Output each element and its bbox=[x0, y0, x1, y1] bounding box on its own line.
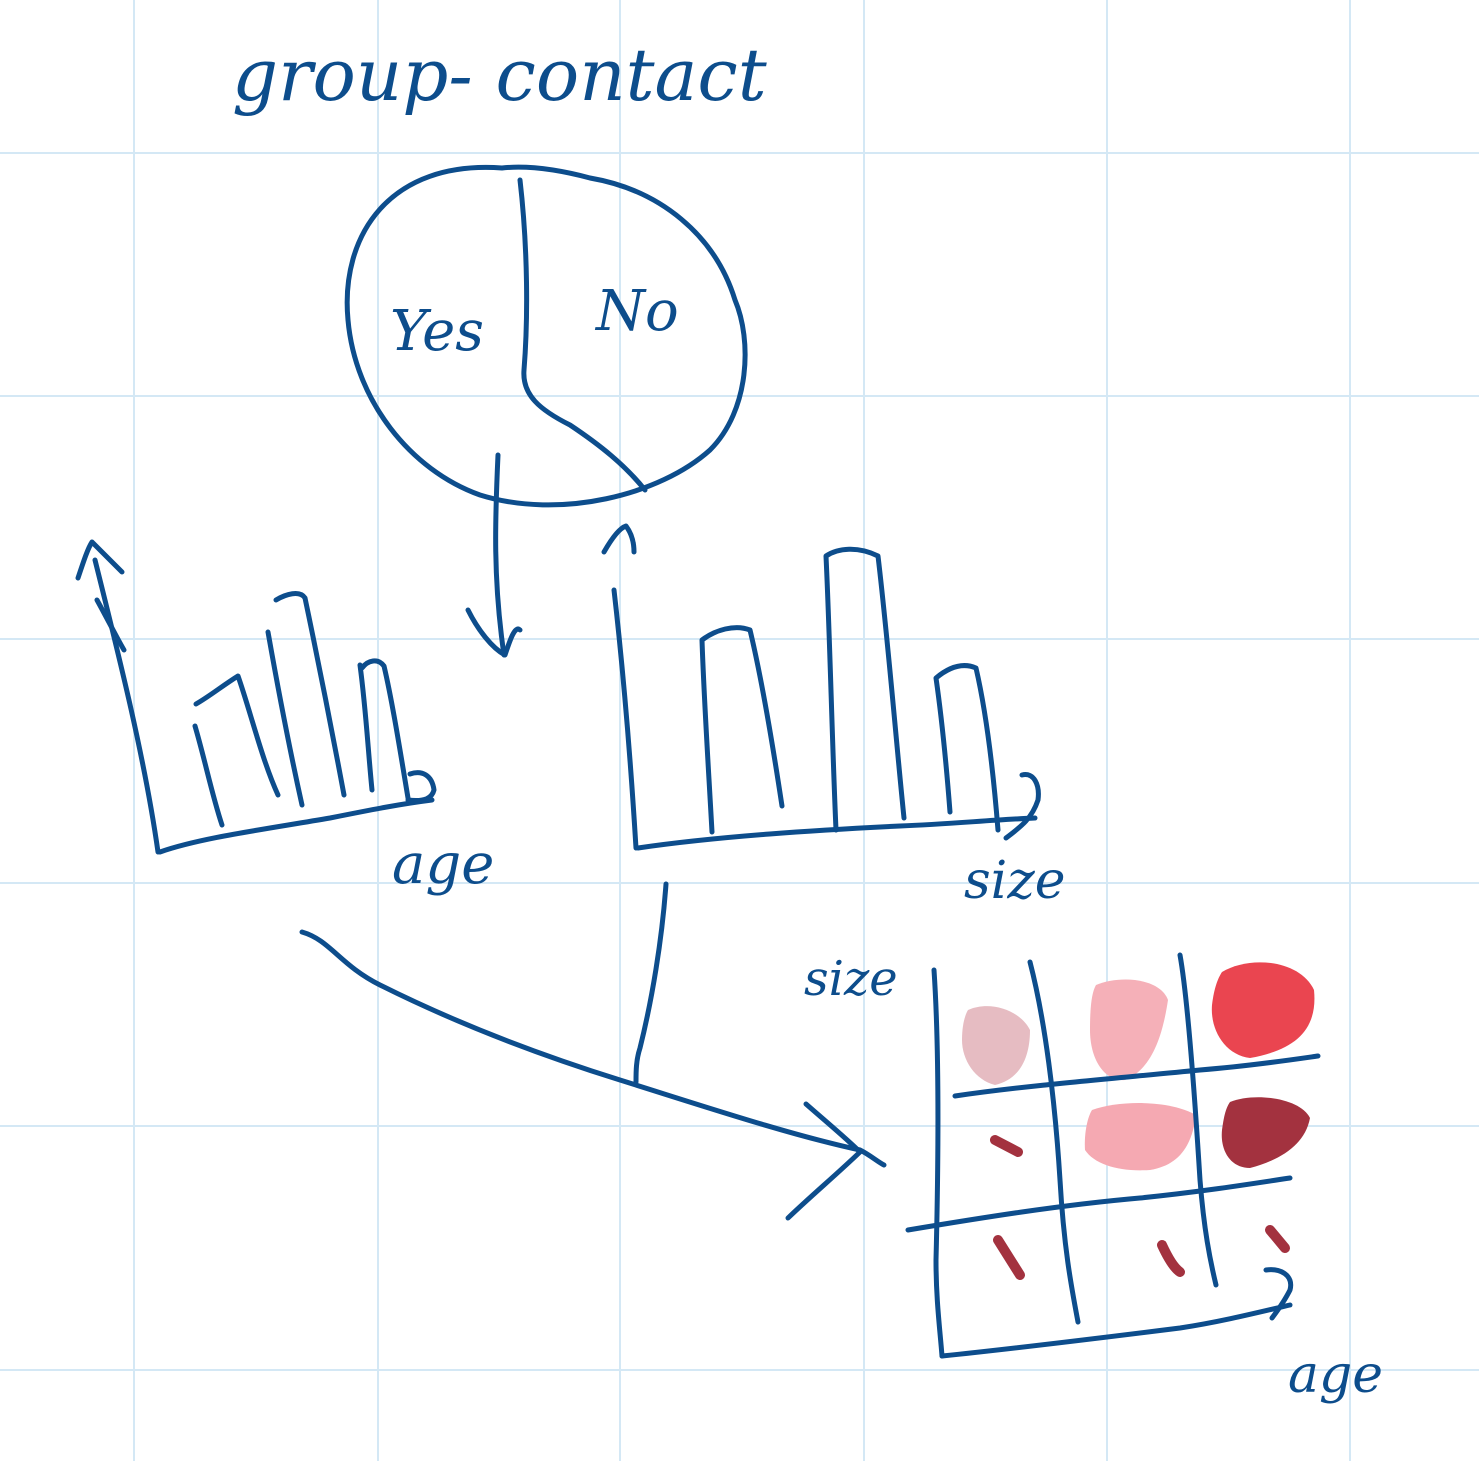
heatmap-cell-r1-c0 bbox=[990, 1135, 1023, 1157]
pie-outline bbox=[344, 164, 748, 508]
histogram-age-bar-3 bbox=[357, 658, 411, 801]
histogram-age-y-arrowhead bbox=[75, 539, 127, 653]
heatmap-cell-r2-c2 bbox=[1265, 1225, 1290, 1253]
heatmap-cell-r1-c1 bbox=[1084, 1103, 1196, 1171]
pie-slice-label-yes: Yes bbox=[390, 299, 484, 364]
histogram-size: size bbox=[601, 523, 1066, 911]
pie-down-arrow bbox=[465, 452, 523, 658]
heatmap-x-arrowhead bbox=[1263, 1267, 1294, 1321]
heatmap-y-axis bbox=[931, 967, 945, 1359]
histogram-size-x-arrowhead bbox=[1003, 772, 1041, 841]
arrow-age-to-heatmap bbox=[299, 929, 887, 1221]
heatmap-cell-r0-c0 bbox=[962, 1006, 1030, 1085]
histogram-size-x-axis bbox=[635, 815, 1038, 851]
heatmap-cell-r2-c1 bbox=[1157, 1240, 1185, 1277]
histogram-age-x-arrowhead bbox=[405, 770, 437, 803]
histogram-size-x-label: size bbox=[964, 851, 1066, 911]
diagram-title: group- contact bbox=[232, 33, 768, 117]
connector-size-to-arrow bbox=[633, 881, 669, 1085]
histogram-age-bar-1 bbox=[192, 673, 281, 828]
heatmap-x-axis bbox=[939, 1302, 1293, 1359]
histogram-age-x-axis bbox=[157, 797, 435, 855]
heatmap-grid-col-1 bbox=[1027, 959, 1081, 1325]
pie-divider bbox=[517, 177, 648, 493]
histogram-size-bar-1 bbox=[699, 625, 785, 835]
heatmap-y-label: size bbox=[804, 951, 898, 1007]
histogram-size-y-arrowhead bbox=[601, 523, 637, 555]
histogram-age-bar-2 bbox=[265, 591, 347, 808]
histogram-size-bar-3 bbox=[933, 663, 1001, 833]
histogram-age-y-axis bbox=[92, 557, 161, 855]
heatmap-cell-r0-c1 bbox=[1090, 979, 1168, 1081]
histogram-age-x-label: age bbox=[392, 832, 494, 897]
histogram-age: age bbox=[75, 539, 494, 897]
histogram-size-y-axis bbox=[611, 587, 639, 851]
heatmap-cells bbox=[962, 962, 1315, 1280]
heatmap-x-label: age bbox=[1288, 1345, 1383, 1405]
pie-slice-label-no: No bbox=[594, 279, 679, 344]
heatmap-grid-row-1 bbox=[952, 1053, 1321, 1099]
pie-chart: Yes No bbox=[344, 164, 748, 508]
histogram-size-bar-2 bbox=[823, 546, 907, 833]
heatmap-grid-row-2 bbox=[905, 1175, 1293, 1233]
heatmap-cell-r2-c0 bbox=[993, 1235, 1025, 1280]
heatmap: size age bbox=[804, 951, 1383, 1405]
heatmap-cell-r0-c2 bbox=[1211, 962, 1315, 1058]
heatmap-grid-col-2 bbox=[1177, 952, 1219, 1288]
heatmap-cell-r1-c2 bbox=[1221, 1097, 1310, 1168]
